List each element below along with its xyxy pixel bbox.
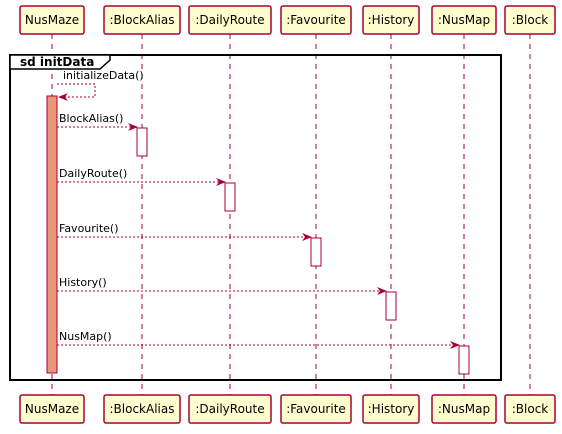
participant-box: [280, 5, 352, 35]
participant-label: :BlockAlias: [110, 13, 175, 27]
participant-label: :Favourite: [286, 402, 346, 416]
participant-nusmaze-bottom: NusMaze: [19, 394, 85, 424]
activation-bar-history: [385, 291, 397, 321]
participant-label: :Block: [512, 402, 549, 416]
participant-box: [504, 394, 556, 424]
participant-label: :Favourite: [286, 13, 346, 27]
participant-nusmap-top: :NusMap: [431, 5, 497, 35]
participant-box: [188, 394, 272, 424]
participant-box: [19, 394, 85, 424]
participant-label: :NusMap: [438, 402, 490, 416]
message-blockalias: BlockAlias(): [57, 112, 148, 157]
self-call-arrow: [57, 83, 96, 101]
participant-box: [431, 5, 497, 35]
activation-bar-nusmap: [458, 345, 470, 375]
participant-favourite-bottom: :Favourite: [280, 394, 352, 424]
participant-history-bottom: :History: [362, 394, 420, 424]
message-label: BlockAlias(): [59, 112, 123, 125]
message-label: NusMap(): [59, 330, 112, 343]
message-label: initializeData(): [63, 69, 144, 82]
participant-box: [103, 394, 181, 424]
participant-box: [362, 5, 420, 35]
participant-label: :DailyRoute: [195, 13, 264, 27]
participant-nusmap-bottom: :NusMap: [431, 394, 497, 424]
interaction-frame: sd initData: [9, 54, 502, 381]
participant-history-top: :History: [362, 5, 420, 35]
frame-border: [9, 54, 502, 381]
participant-box: [19, 5, 85, 35]
activation-bar-dailyroute: [224, 182, 236, 212]
participant-block-top: :Block: [504, 5, 556, 35]
participant-label: :BlockAlias: [110, 402, 175, 416]
message-label: DailyRoute(): [59, 167, 127, 180]
participant-label: :History: [368, 402, 415, 416]
message-label: Favourite(): [59, 222, 119, 235]
participant-favourite-top: :Favourite: [280, 5, 352, 35]
participant-block-bottom: :Block: [504, 394, 556, 424]
message-label: History(): [59, 276, 107, 289]
message-favourite: Favourite(): [57, 222, 322, 267]
message-self-nusmaze: initializeData(): [57, 69, 144, 101]
participant-label: NusMaze: [25, 402, 79, 416]
participant-box: [504, 5, 556, 35]
frame-title: sd initData: [20, 55, 94, 69]
participant-blockalias-top: :BlockAlias: [103, 5, 181, 35]
participant-dailyroute-bottom: :DailyRoute: [188, 394, 272, 424]
participant-label: :DailyRoute: [195, 402, 264, 416]
participant-label: :NusMap: [438, 13, 490, 27]
participant-label: NusMaze: [25, 13, 79, 27]
participant-dailyroute-top: :DailyRoute: [188, 5, 272, 35]
participant-nusmaze-top: NusMaze: [19, 5, 85, 35]
message-history: History(): [57, 276, 397, 321]
frame-label-tab: [9, 54, 111, 70]
participant-box: [362, 394, 420, 424]
participant-blockalias-bottom: :BlockAlias: [103, 394, 181, 424]
participant-box: [103, 5, 181, 35]
activation-bar-favourite: [310, 237, 322, 267]
participant-box: [188, 5, 272, 35]
activation-bar-blockalias: [136, 127, 148, 157]
participant-box: [431, 394, 497, 424]
participant-label: :Block: [512, 13, 549, 27]
participant-box: [280, 394, 352, 424]
message-dailyroute: DailyRoute(): [57, 167, 236, 212]
activation-bar-nusmaze: [46, 95, 58, 374]
message-nusmap: NusMap(): [57, 330, 470, 375]
participant-label: :History: [368, 13, 415, 27]
